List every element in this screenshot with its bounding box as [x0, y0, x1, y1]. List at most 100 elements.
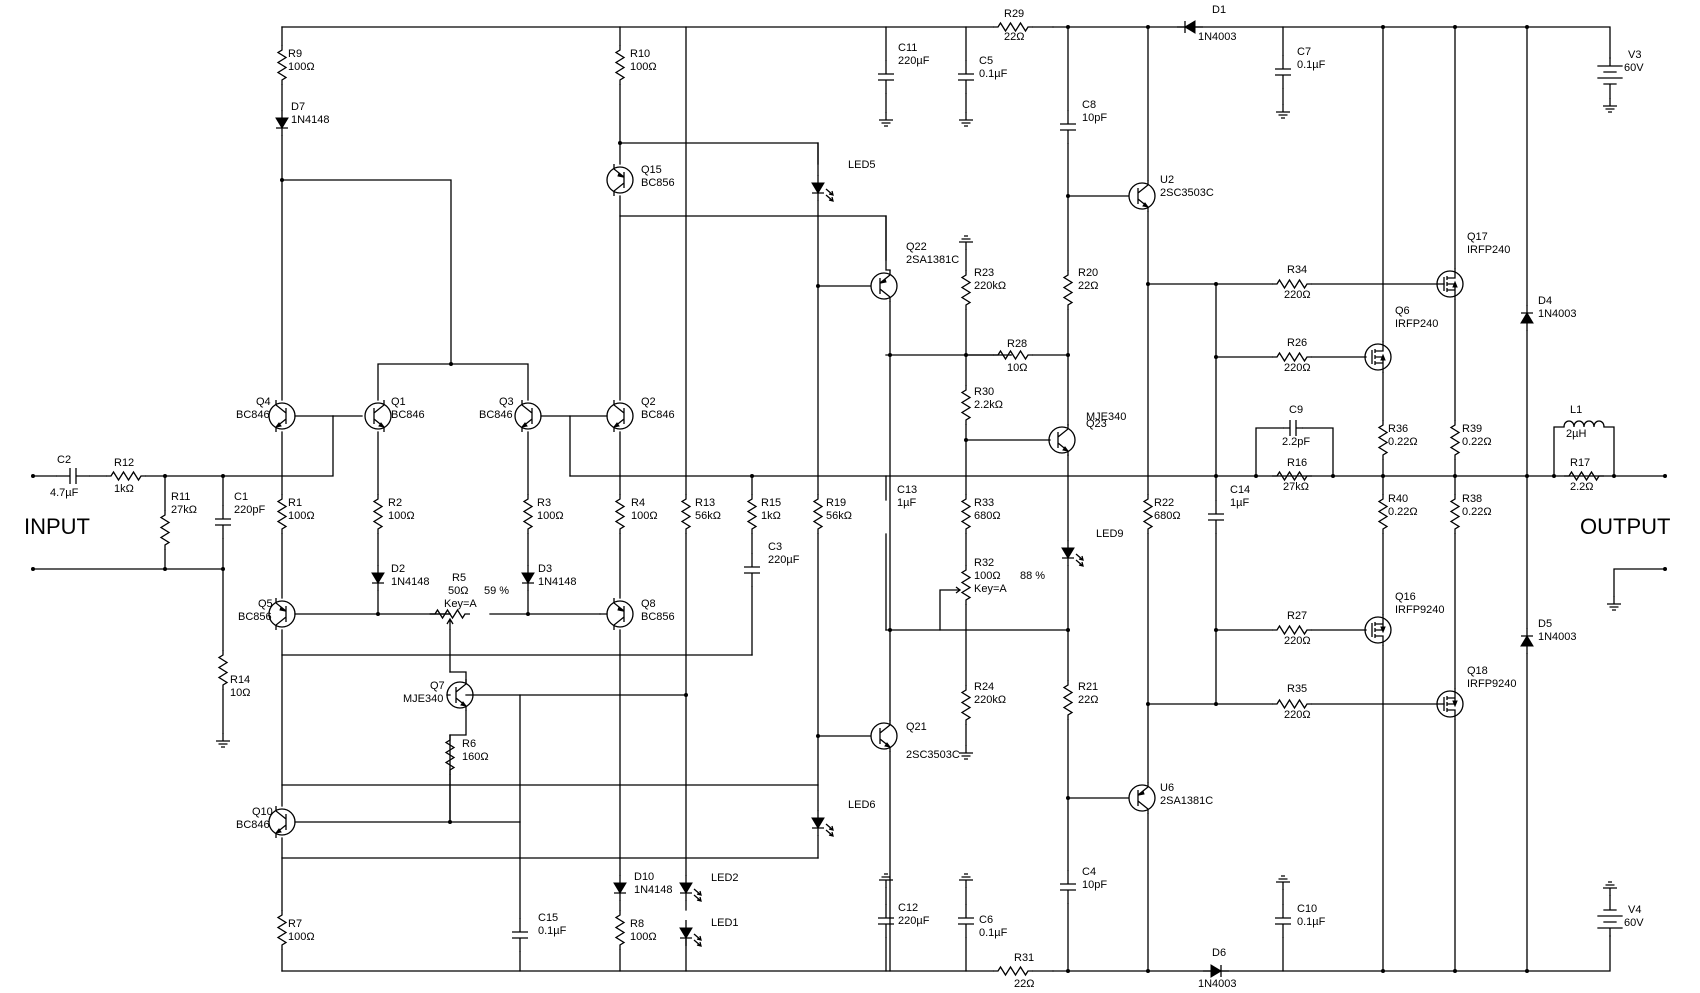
- resistor-R27: [1271, 625, 1313, 635]
- capacitor-C1: [214, 504, 232, 540]
- label-c4v: 10pF: [1082, 879, 1107, 891]
- ground-icon: [1275, 875, 1291, 891]
- label-q18v: IRFP9240: [1467, 678, 1517, 690]
- label-q15v: BC856: [641, 177, 675, 189]
- label-r9: R9: [288, 48, 302, 60]
- label-q10v: BC846: [236, 819, 270, 831]
- diode-D5: [1520, 627, 1534, 655]
- label-r31: R31: [1014, 952, 1034, 964]
- label-d1: D1: [1212, 4, 1226, 16]
- label-r6: R6: [462, 738, 476, 750]
- label-l1: L1: [1570, 404, 1582, 416]
- label-r5: R5: [452, 572, 466, 584]
- resistor-R38: [1450, 493, 1460, 535]
- label-r1v: 100Ω: [288, 510, 315, 522]
- resistor-R35: [1271, 699, 1313, 709]
- label-q18: Q18: [1467, 665, 1488, 677]
- label-c14v: 1µF: [1230, 497, 1249, 509]
- resistor-R23: [961, 269, 971, 311]
- label-r10v: 100Ω: [630, 61, 657, 73]
- label-r26v: 220Ω: [1284, 362, 1311, 374]
- resistor-R34: [1271, 279, 1313, 289]
- label-d1v: 1N4003: [1198, 31, 1237, 43]
- label-r3v: 100Ω: [537, 510, 564, 522]
- label-c8v: 10pF: [1082, 112, 1107, 124]
- label-r26: R26: [1287, 337, 1307, 349]
- label-r34v: 220Ω: [1284, 289, 1311, 301]
- transistor-U6: [1128, 781, 1156, 815]
- label-q8v: BC856: [641, 611, 675, 623]
- label-r24: R24: [974, 681, 994, 693]
- transistor-Q8: [606, 597, 634, 631]
- ground-icon: [1275, 103, 1291, 119]
- potentiometer-R32: [961, 564, 971, 606]
- label-c1: C1: [234, 491, 248, 503]
- ground-icon: [878, 111, 894, 127]
- resistor-R1: [277, 493, 287, 535]
- label-q1v: BC846: [391, 409, 425, 421]
- resistor-R2: [373, 493, 383, 535]
- capacitor-C6: [957, 903, 975, 939]
- transistor-Q6: [1364, 340, 1392, 374]
- label-q22v: 2SA1381C: [906, 254, 959, 266]
- resistor-R13: [681, 493, 691, 535]
- label-q23: Q23: [1086, 418, 1107, 430]
- input-label: INPUT: [24, 514, 90, 539]
- label-r30: R30: [974, 386, 994, 398]
- label-c14: C14: [1230, 484, 1250, 496]
- resistor-R22: [1143, 493, 1153, 535]
- resistor-R3: [523, 493, 533, 535]
- ground-icon: [958, 235, 974, 251]
- label-q7v: MJE340: [403, 693, 443, 705]
- resistor-R4: [615, 493, 625, 535]
- ground-icon: [878, 873, 894, 889]
- label-d6: D6: [1212, 947, 1226, 959]
- led-LED1: [679, 919, 702, 947]
- resistor-R29: [992, 22, 1034, 32]
- label-d10: D10: [634, 871, 654, 883]
- label-r6v: 160Ω: [462, 751, 489, 763]
- label-d2: D2: [391, 563, 405, 575]
- label-c12: C12: [898, 902, 918, 914]
- label-r34: R34: [1287, 264, 1307, 276]
- label-r38: R38: [1462, 493, 1482, 505]
- label-c2v: 4.7µF: [50, 487, 79, 499]
- label-r40: R40: [1388, 493, 1408, 505]
- resistor-R10: [615, 44, 625, 86]
- label-c3: C3: [768, 541, 782, 553]
- output-label: OUTPUT: [1580, 514, 1670, 539]
- label-r7v: 100Ω: [288, 931, 315, 943]
- diode-D10: [613, 874, 627, 902]
- label-c10v: 0.1µF: [1297, 916, 1326, 928]
- resistor-R7: [277, 909, 287, 951]
- label-r21v: 22Ω: [1078, 694, 1098, 706]
- label-q8: Q8: [641, 598, 656, 610]
- label-r33: R33: [974, 497, 994, 509]
- capacitor-C10: [1274, 903, 1292, 939]
- resistor-R9: [277, 44, 287, 86]
- label-q21v: 2SC3503C: [906, 749, 960, 761]
- label-r22: R22: [1154, 497, 1174, 509]
- label-r16v: 27kΩ: [1283, 481, 1309, 493]
- label-r5p: 59 %: [484, 585, 509, 597]
- label-led5: LED5: [848, 159, 876, 171]
- label-r39v: 0.22Ω: [1462, 436, 1492, 448]
- label-r17: R17: [1570, 457, 1590, 469]
- label-r22v: 680Ω: [1154, 510, 1181, 522]
- capacitor-C8: [1059, 109, 1077, 145]
- ground-icon: [958, 873, 974, 889]
- capacitor-C12: [877, 903, 895, 939]
- label-q5v: BC856: [238, 611, 272, 623]
- label-d4: D4: [1538, 295, 1552, 307]
- label-r12: R12: [114, 457, 134, 469]
- label-d6v: 1N4003: [1198, 978, 1237, 990]
- led-LED2: [679, 874, 702, 902]
- component-labels: C24.7µFR121kΩR1127kΩC1220pFR9100ΩD71N414…: [50, 4, 1644, 990]
- diode-D6: [1202, 964, 1230, 978]
- label-r17v: 2.2Ω: [1570, 481, 1594, 493]
- label-d7: D7: [291, 101, 305, 113]
- capacitor-C2: [55, 467, 91, 485]
- label-r5v: 50Ω: [448, 585, 468, 597]
- label-r24v: 220kΩ: [974, 694, 1006, 706]
- ground-icon: [1606, 595, 1622, 611]
